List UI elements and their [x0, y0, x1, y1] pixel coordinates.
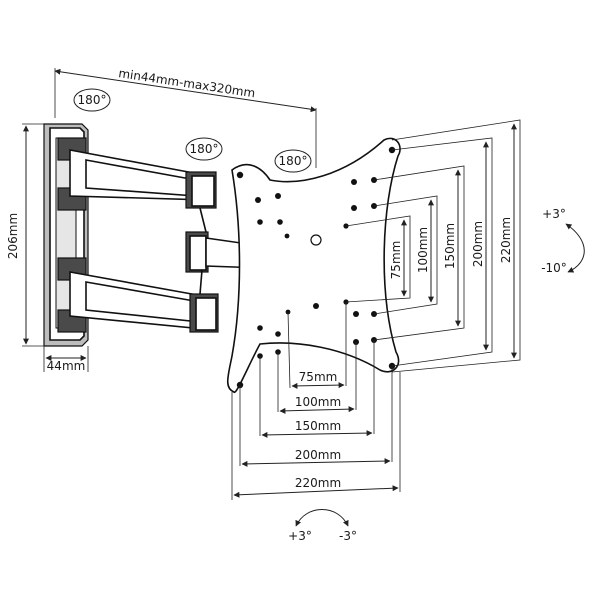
- vesa-h200-label: 200mm: [295, 448, 341, 462]
- rotation-badge-mid: 180°: [185, 137, 223, 161]
- extension-dimension: min44mm-max320mm: [54, 66, 317, 168]
- rotation-badge-wall: 180°: [73, 88, 111, 112]
- rotation-label-mid: 180°: [190, 142, 219, 156]
- vesa-plate: [226, 137, 401, 393]
- wall-depth-label: 44mm: [47, 359, 86, 373]
- rotation-label-plate: 180°: [279, 154, 308, 168]
- wall-height-label: 206mm: [6, 213, 20, 259]
- vesa-h100-label: 100mm: [295, 395, 341, 409]
- vesa-v75-label: 75mm: [389, 241, 403, 280]
- rotation-label-wall: 180°: [78, 93, 107, 107]
- tilt-down-label: -10°: [541, 261, 567, 275]
- vesa-h75-label: 75mm: [299, 370, 338, 384]
- vertical-vesa-dimensions: 75mm 100mm 150mm 200mm 220mm: [345, 119, 521, 373]
- tilt-up-label: +3°: [542, 207, 566, 221]
- horizontal-vesa-dimensions: 75mm 100mm 150mm 200mm 220mm: [231, 302, 401, 500]
- wall-depth-dimension: 44mm: [43, 346, 89, 373]
- swivel-plus-label: +3°: [288, 529, 312, 543]
- vesa-v100-label: 100mm: [416, 227, 430, 273]
- swivel-minus-label: -3°: [339, 529, 357, 543]
- wall-height-dimension: 206mm: [6, 123, 44, 347]
- swivel-indicator: +3° -3°: [288, 509, 357, 543]
- vesa-v220-label: 220mm: [499, 217, 513, 263]
- vesa-h150-label: 150mm: [295, 419, 341, 433]
- vesa-v150-label: 150mm: [443, 223, 457, 269]
- vesa-hole-grid: [236, 146, 396, 389]
- tilt-indicator: +3° -10°: [541, 207, 585, 275]
- vesa-v200-label: 200mm: [471, 221, 485, 267]
- vesa-h220-label: 220mm: [295, 476, 341, 490]
- lower-arm: [57, 257, 219, 333]
- rotation-badge-plate: 180°: [274, 149, 312, 173]
- upper-arm: [57, 137, 217, 211]
